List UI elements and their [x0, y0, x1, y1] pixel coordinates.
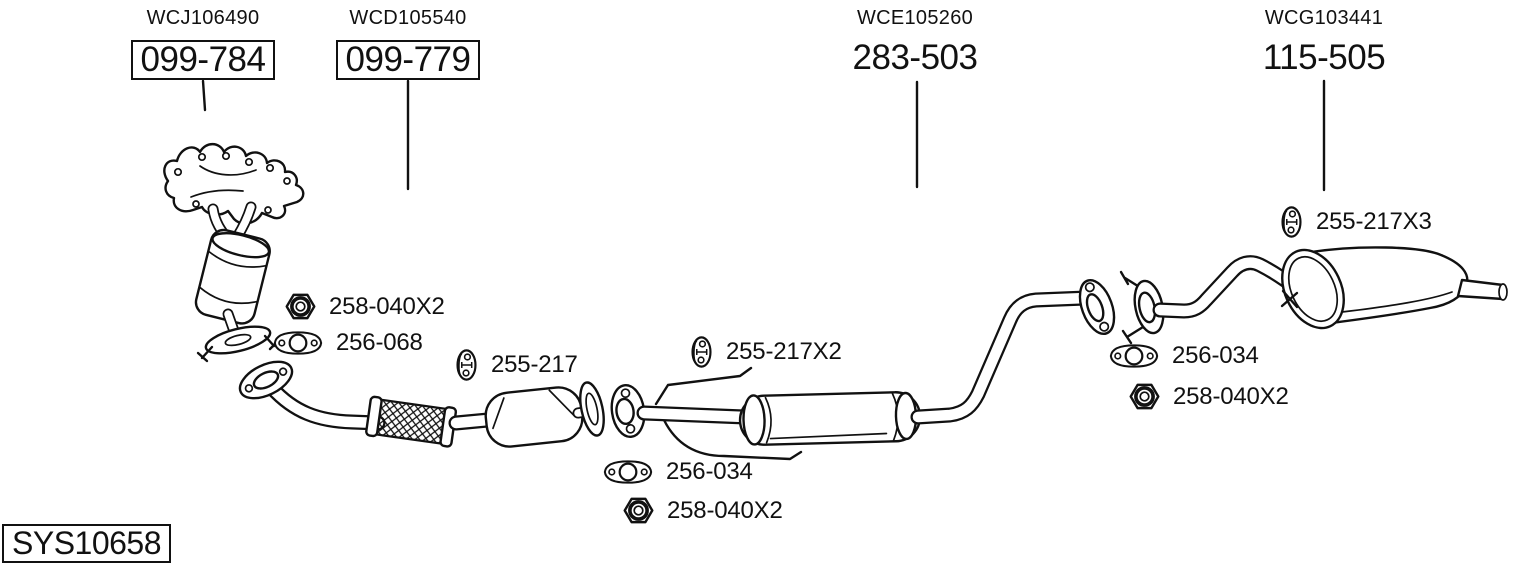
part-number: 099-779	[335, 40, 481, 80]
ref-code: WCD105540	[349, 7, 467, 29]
part-number-label: 256-068	[336, 329, 423, 356]
part-number-label: 255-217	[491, 351, 578, 378]
hanger-icon	[1280, 205, 1303, 239]
center-section-drawing	[610, 278, 1116, 461]
callout-gasket-rear: 256-034	[1109, 342, 1259, 370]
assembly-label-center-section: WCE105260 283-503	[815, 6, 1015, 76]
system-id-badge: SYS10658	[2, 524, 172, 563]
nut-icon	[623, 495, 654, 526]
assembly-label-rear-muffler: WCG103441 115-505	[1224, 6, 1424, 76]
part-number-label: 258-040X2	[329, 292, 445, 320]
assembly-label-manifold-catalyst: WCJ106490 099-784	[103, 6, 303, 80]
callout-gasket-center: 256-034	[603, 458, 753, 486]
part-number: 115-505	[1262, 38, 1386, 77]
callout-hanger-rear: 255-217X3	[1280, 205, 1432, 239]
callout-hanger-front: 255-217	[455, 348, 578, 382]
callout-gasket-front: 256-068	[273, 329, 423, 357]
part-number-label: 258-040X2	[667, 496, 783, 524]
part-number-label: 255-217X3	[1316, 208, 1432, 235]
callout-nut-front: 258-040X2	[285, 291, 445, 322]
part-number: 283-503	[852, 38, 978, 77]
hanger-icon	[455, 348, 478, 382]
gasket-icon	[1109, 343, 1159, 369]
part-number: 099-784	[130, 40, 276, 80]
gasket-icon	[603, 459, 653, 485]
ref-code: WCJ106490	[146, 7, 260, 29]
nut-icon	[285, 291, 316, 322]
ref-code: WCG103441	[1264, 7, 1384, 29]
callout-nut-rear: 258-040X2	[1129, 381, 1289, 412]
leader-lines	[201, 79, 1326, 192]
callout-hanger-center: 255-217X2	[690, 335, 842, 369]
hanger-icon	[690, 335, 713, 369]
part-number-label: 256-034	[1172, 342, 1259, 369]
rear-muffler-drawing	[1119, 246, 1508, 345]
nut-icon	[1129, 381, 1160, 412]
gasket-icon	[273, 330, 323, 356]
part-number-label: 258-040X2	[1173, 382, 1289, 410]
manifold-catalyst-drawing	[163, 142, 305, 363]
front-pipe-drawing	[238, 360, 605, 448]
callout-nut-center: 258-040X2	[623, 495, 783, 526]
assembly-label-front-pipe: WCD105540 099-779	[308, 6, 508, 80]
part-number-label: 256-034	[666, 458, 753, 485]
ref-code: WCE105260	[856, 7, 974, 29]
part-number-label: 255-217X2	[726, 338, 842, 365]
